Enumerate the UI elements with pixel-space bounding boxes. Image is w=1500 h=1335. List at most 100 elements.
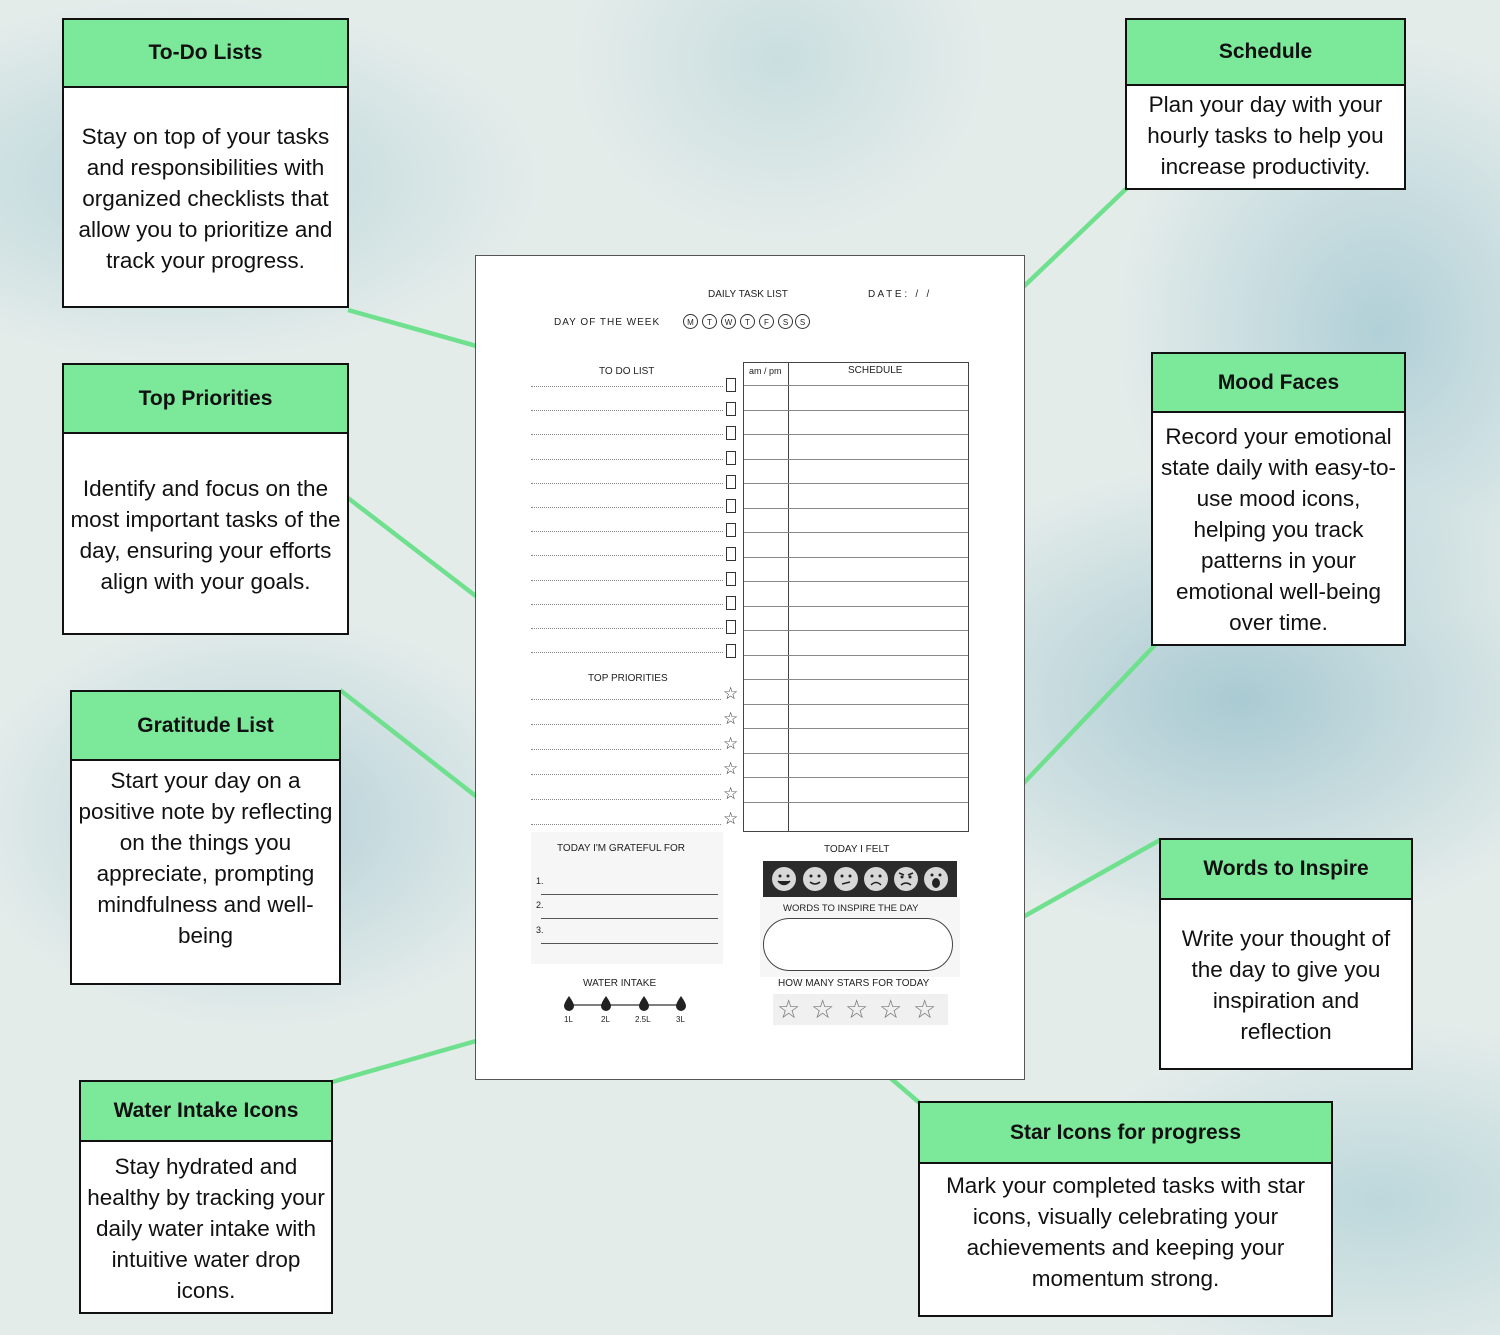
day-circle-fri[interactable]: F bbox=[759, 314, 774, 329]
todo-line[interactable] bbox=[531, 579, 723, 581]
todo-checkbox[interactable] bbox=[726, 571, 736, 586]
schedule-row-line[interactable] bbox=[744, 728, 968, 729]
mood-face-happy-icon[interactable] bbox=[772, 867, 796, 891]
todo-checkbox[interactable] bbox=[726, 523, 736, 538]
day-circle-tue[interactable]: T bbox=[702, 314, 717, 329]
gratitude-line-2[interactable] bbox=[541, 918, 718, 919]
todo-line[interactable] bbox=[531, 603, 723, 605]
schedule-row-line[interactable] bbox=[744, 703, 968, 705]
rating-star-icon[interactable]: ☆ bbox=[913, 994, 937, 1024]
priority-star-icon[interactable]: ☆ bbox=[723, 809, 739, 828]
schedule-row-line[interactable] bbox=[744, 654, 968, 656]
rating-star-icon[interactable]: ☆ bbox=[777, 994, 801, 1024]
schedule-row-line[interactable] bbox=[744, 605, 968, 607]
water-drop-2-5l-icon[interactable] bbox=[639, 996, 649, 1011]
callout-words-body: Write your thought of the day to give yo… bbox=[1181, 926, 1391, 1044]
todo-line[interactable] bbox=[531, 628, 723, 629]
todo-line[interactable] bbox=[531, 531, 723, 533]
todo-checkbox[interactable] bbox=[726, 402, 736, 417]
water-drop-3l-icon[interactable] bbox=[676, 996, 686, 1011]
water-drop-1l-icon[interactable] bbox=[564, 996, 574, 1011]
schedule-row-line[interactable] bbox=[744, 581, 968, 582]
water-drop-2l-icon[interactable] bbox=[601, 996, 611, 1011]
schedule-row-line[interactable] bbox=[744, 385, 968, 386]
priority-star-icon[interactable]: ☆ bbox=[723, 759, 739, 778]
todo-checkbox[interactable] bbox=[726, 620, 736, 634]
todo-line[interactable] bbox=[531, 434, 723, 436]
todo-line[interactable] bbox=[531, 482, 723, 484]
schedule-row-line[interactable] bbox=[744, 752, 968, 754]
schedule-row-line[interactable] bbox=[744, 483, 968, 484]
todo-line[interactable] bbox=[531, 386, 723, 387]
priority-star-icon[interactable]: ☆ bbox=[723, 709, 739, 728]
gratitude-line-3[interactable] bbox=[541, 943, 718, 944]
mood-face-crying-icon[interactable] bbox=[924, 867, 948, 891]
planner-date-label: D A T E : / / bbox=[868, 289, 930, 300]
day-of-week-label: DAY OF THE WEEK bbox=[554, 317, 661, 328]
day-circle-sun[interactable]: S bbox=[795, 314, 810, 329]
gratitude-label: TODAY I'M GRATEFUL FOR bbox=[557, 843, 686, 854]
todo-checkbox[interactable] bbox=[726, 474, 736, 489]
schedule-row-line[interactable] bbox=[744, 679, 968, 680]
priority-star-icon[interactable]: ☆ bbox=[723, 784, 739, 803]
callout-mood-title: Mood Faces bbox=[1153, 354, 1404, 413]
callout-water-title: Water Intake Icons bbox=[81, 1082, 331, 1142]
priority-star-icon[interactable]: ☆ bbox=[723, 734, 739, 753]
gratitude-line-1[interactable] bbox=[541, 894, 718, 895]
todo-checkbox[interactable] bbox=[726, 426, 736, 441]
schedule-row-line[interactable] bbox=[744, 630, 968, 631]
schedule-row-line[interactable] bbox=[744, 532, 968, 533]
priority-line[interactable] bbox=[531, 724, 721, 725]
schedule-header: SCHEDULE bbox=[848, 365, 903, 376]
day-circle-thu[interactable]: T bbox=[740, 314, 755, 329]
priority-line[interactable] bbox=[531, 774, 721, 775]
water-drops bbox=[564, 996, 686, 1011]
todo-line[interactable] bbox=[531, 652, 723, 654]
priority-line[interactable] bbox=[531, 799, 721, 800]
todo-line[interactable] bbox=[531, 410, 723, 412]
rating-star-icon[interactable]: ☆ bbox=[811, 994, 835, 1024]
gratitude-item-2[interactable]: 2. bbox=[536, 900, 544, 910]
schedule-table: am / pm SCHEDULE bbox=[743, 362, 969, 832]
todo-checkbox[interactable] bbox=[726, 547, 736, 562]
mood-faces bbox=[772, 867, 948, 891]
schedule-divider bbox=[788, 363, 789, 831]
todo-checkbox[interactable] bbox=[726, 644, 736, 659]
schedule-row-line[interactable] bbox=[744, 409, 968, 411]
todo-checkbox[interactable] bbox=[726, 595, 736, 610]
callout-mood-body: Record your emotional state daily with e… bbox=[1160, 424, 1397, 635]
priority-line[interactable] bbox=[531, 699, 721, 700]
priority-line[interactable] bbox=[531, 824, 721, 825]
callout-stars-title: Star Icons for progress bbox=[920, 1103, 1331, 1164]
todo-checkbox[interactable] bbox=[726, 450, 736, 465]
day-circle-wed[interactable]: W bbox=[721, 314, 736, 329]
schedule-row-line[interactable] bbox=[744, 777, 968, 778]
gratitude-item-1[interactable]: 1. bbox=[536, 876, 544, 886]
words-box: WORDS TO INSPIRE THE DAY bbox=[760, 897, 960, 977]
mood-face-smile-icon[interactable] bbox=[803, 867, 827, 891]
rating-star-icon[interactable]: ☆ bbox=[845, 994, 869, 1024]
schedule-row-line[interactable] bbox=[744, 458, 968, 460]
schedule-row-line[interactable] bbox=[744, 434, 968, 435]
mood-face-sad-icon[interactable] bbox=[864, 867, 888, 891]
day-circle-sat[interactable]: S bbox=[778, 314, 793, 329]
water-level-4: 3L bbox=[676, 1015, 685, 1024]
words-input[interactable] bbox=[763, 918, 953, 971]
schedule-row-line[interactable] bbox=[744, 801, 968, 803]
callout-stars-body: Mark your completed tasks with star icon… bbox=[946, 1173, 1305, 1291]
rating-star-icon[interactable]: ☆ bbox=[879, 994, 903, 1024]
priority-line[interactable] bbox=[531, 749, 721, 750]
gratitude-item-3[interactable]: 3. bbox=[536, 925, 544, 935]
todo-line[interactable] bbox=[531, 458, 723, 460]
priority-star-icon[interactable]: ☆ bbox=[723, 684, 739, 703]
day-circle-mon[interactable]: M bbox=[683, 314, 698, 329]
mood-face-thinking-icon[interactable] bbox=[834, 867, 858, 891]
mood-face-angry-icon[interactable] bbox=[894, 867, 918, 891]
todo-line[interactable] bbox=[531, 555, 723, 557]
schedule-row-line[interactable] bbox=[744, 507, 968, 509]
schedule-row-line[interactable] bbox=[744, 556, 968, 558]
todo-line[interactable] bbox=[531, 507, 723, 508]
callout-stars: Star Icons for progress Mark your comple… bbox=[918, 1101, 1333, 1317]
todo-checkbox[interactable] bbox=[726, 499, 736, 513]
todo-checkbox[interactable] bbox=[726, 378, 736, 392]
